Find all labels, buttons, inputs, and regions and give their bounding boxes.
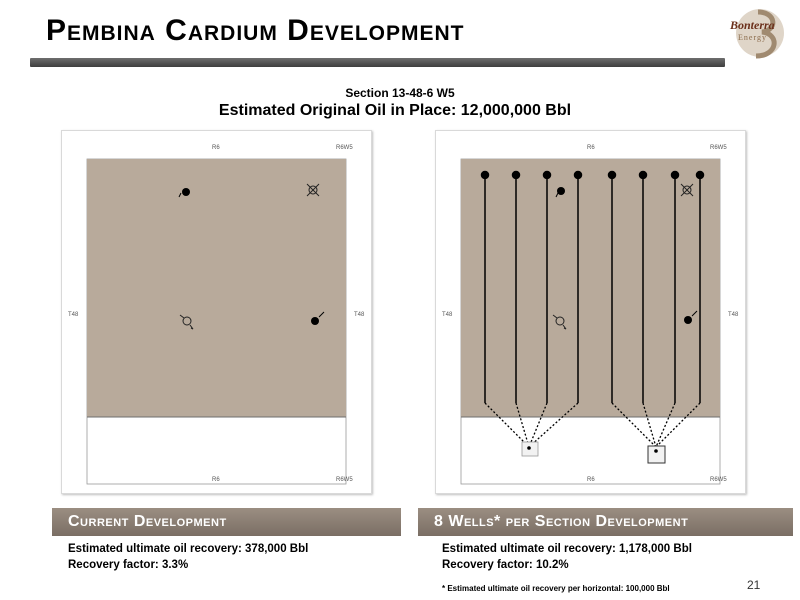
map-label-top: R6	[587, 145, 595, 151]
footnote: * Estimated ultimate oil recovery per ho…	[442, 584, 670, 593]
section-subtitle: Section 13-48-6 W5	[345, 86, 455, 100]
right-factor-text: Recovery factor: 10.2%	[442, 559, 569, 571]
page-number: 21	[747, 578, 761, 592]
abandoned-well-icon	[306, 183, 320, 197]
map-label-bottom-right: R6W5	[336, 477, 353, 483]
map-label-bottom-right: R6W5	[710, 477, 727, 483]
map-label-top-right: R6W5	[710, 145, 727, 151]
map-label-left: T48	[68, 312, 79, 318]
slide-title: Pembina Cardium Development	[46, 14, 465, 47]
logo-subtext: Energy	[738, 33, 767, 42]
map-label-right: T48	[354, 312, 365, 318]
oil-in-place-heading: Estimated Original Oil in Place: 12,000,…	[218, 102, 572, 119]
oil-well-icon	[684, 310, 698, 324]
map-label-bottom: R6	[587, 477, 595, 483]
abandoned-well-icon	[680, 183, 694, 197]
oil-well-icon	[311, 311, 325, 325]
section-shaded-area	[461, 159, 720, 417]
left-section-map: R6 R6W5 T48 T48 R6 R6W5	[61, 130, 372, 494]
current-development-banner: Current Development	[52, 508, 401, 536]
company-logo: Bonterra Energy	[724, 6, 788, 60]
left-factor-text: Recovery factor: 3.3%	[68, 559, 189, 571]
section-shaded-area	[87, 159, 346, 417]
horizontal-well-group-1	[480, 170, 583, 403]
eight-wells-development-banner: 8 Wells* per Section Development	[418, 508, 793, 536]
title-rule	[30, 58, 725, 67]
horizontal-well-group-2	[607, 170, 705, 403]
map-label-bottom: R6	[212, 477, 220, 483]
oil-well-icon	[178, 188, 190, 198]
logo-text: Bonterra	[730, 18, 775, 32]
well-path-dotted-1	[484, 402, 579, 448]
map-label-right: T48	[728, 312, 739, 318]
left-recovery-text: Estimated ultimate oil recovery: 378,000…	[68, 543, 309, 555]
map-label-top: R6	[212, 145, 220, 151]
injection-well-icon	[179, 314, 194, 330]
pad-site-icon	[647, 445, 666, 464]
map-label-top-right: R6W5	[336, 145, 353, 151]
right-recovery-text: Estimated ultimate oil recovery: 1,178,0…	[442, 543, 692, 555]
map-label-left: T48	[442, 312, 453, 318]
injection-well-icon	[552, 314, 567, 330]
right-section-map: R6 R6W5 T48 T48 R6 R6W5	[435, 130, 746, 494]
oil-well-icon	[555, 187, 565, 198]
